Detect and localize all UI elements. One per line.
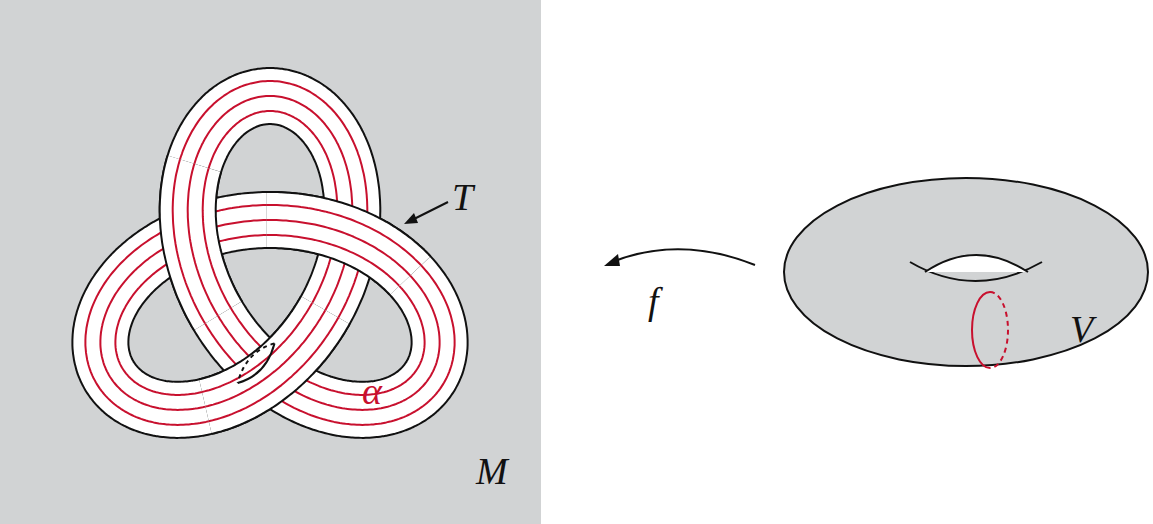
meridian-disk xyxy=(238,343,275,383)
label: V xyxy=(1070,310,1093,348)
ambient-space xyxy=(0,0,541,524)
longitude-curve xyxy=(209,318,339,422)
knot-tube xyxy=(85,81,454,425)
meridian xyxy=(972,292,990,368)
tube-surface xyxy=(188,164,218,316)
longitude-curve xyxy=(203,168,231,308)
solid-torus xyxy=(784,178,1148,366)
arrow-head xyxy=(404,213,418,224)
longitude-curve xyxy=(202,303,312,392)
longitude-curve xyxy=(85,81,454,425)
tube-outline xyxy=(100,96,439,410)
arrow-head xyxy=(604,254,620,266)
meridian-disk xyxy=(238,343,275,383)
torus-hole xyxy=(925,255,1028,272)
map-arrow xyxy=(612,249,755,265)
label: α xyxy=(362,372,382,410)
meridian xyxy=(990,292,1008,368)
leader-arrow xyxy=(412,202,448,220)
tube-outline xyxy=(188,164,218,316)
longitude-curve xyxy=(188,164,218,316)
label: f xyxy=(648,282,659,320)
longitude-curve xyxy=(267,235,399,286)
tube-surface xyxy=(100,96,439,410)
label: M xyxy=(476,452,508,490)
longitude-curve xyxy=(100,96,439,410)
label: T xyxy=(452,178,473,216)
